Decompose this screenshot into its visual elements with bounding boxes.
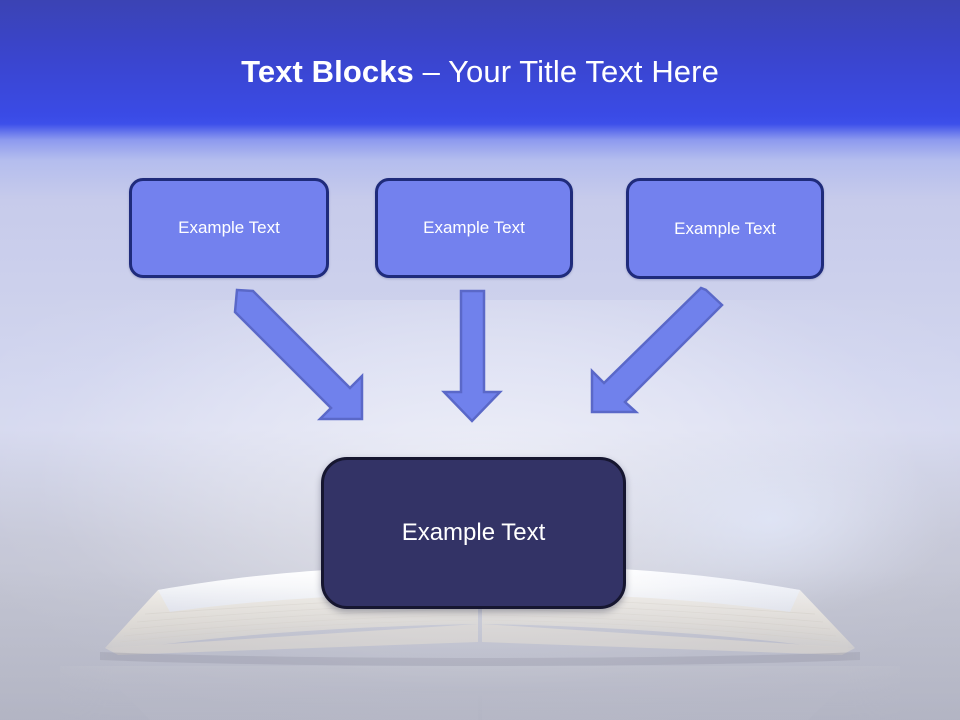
result-text-block[interactable]: Example Text (321, 457, 626, 609)
page-title-rest: – Your Title Text Here (422, 54, 719, 89)
page-title: Text Blocks – Your Title Text Here (0, 52, 960, 92)
text-block-2-label: Example Text (423, 218, 525, 237)
text-block-3[interactable]: Example Text (626, 178, 824, 279)
page-title-bold: Text Blocks (241, 54, 423, 89)
text-block-3-label: Example Text (674, 218, 776, 238)
text-block-1-label: Example Text (178, 218, 280, 237)
text-block-1[interactable]: Example Text (129, 178, 329, 278)
result-text-block-label: Example Text (401, 519, 546, 546)
text-block-2[interactable]: Example Text (375, 178, 573, 278)
